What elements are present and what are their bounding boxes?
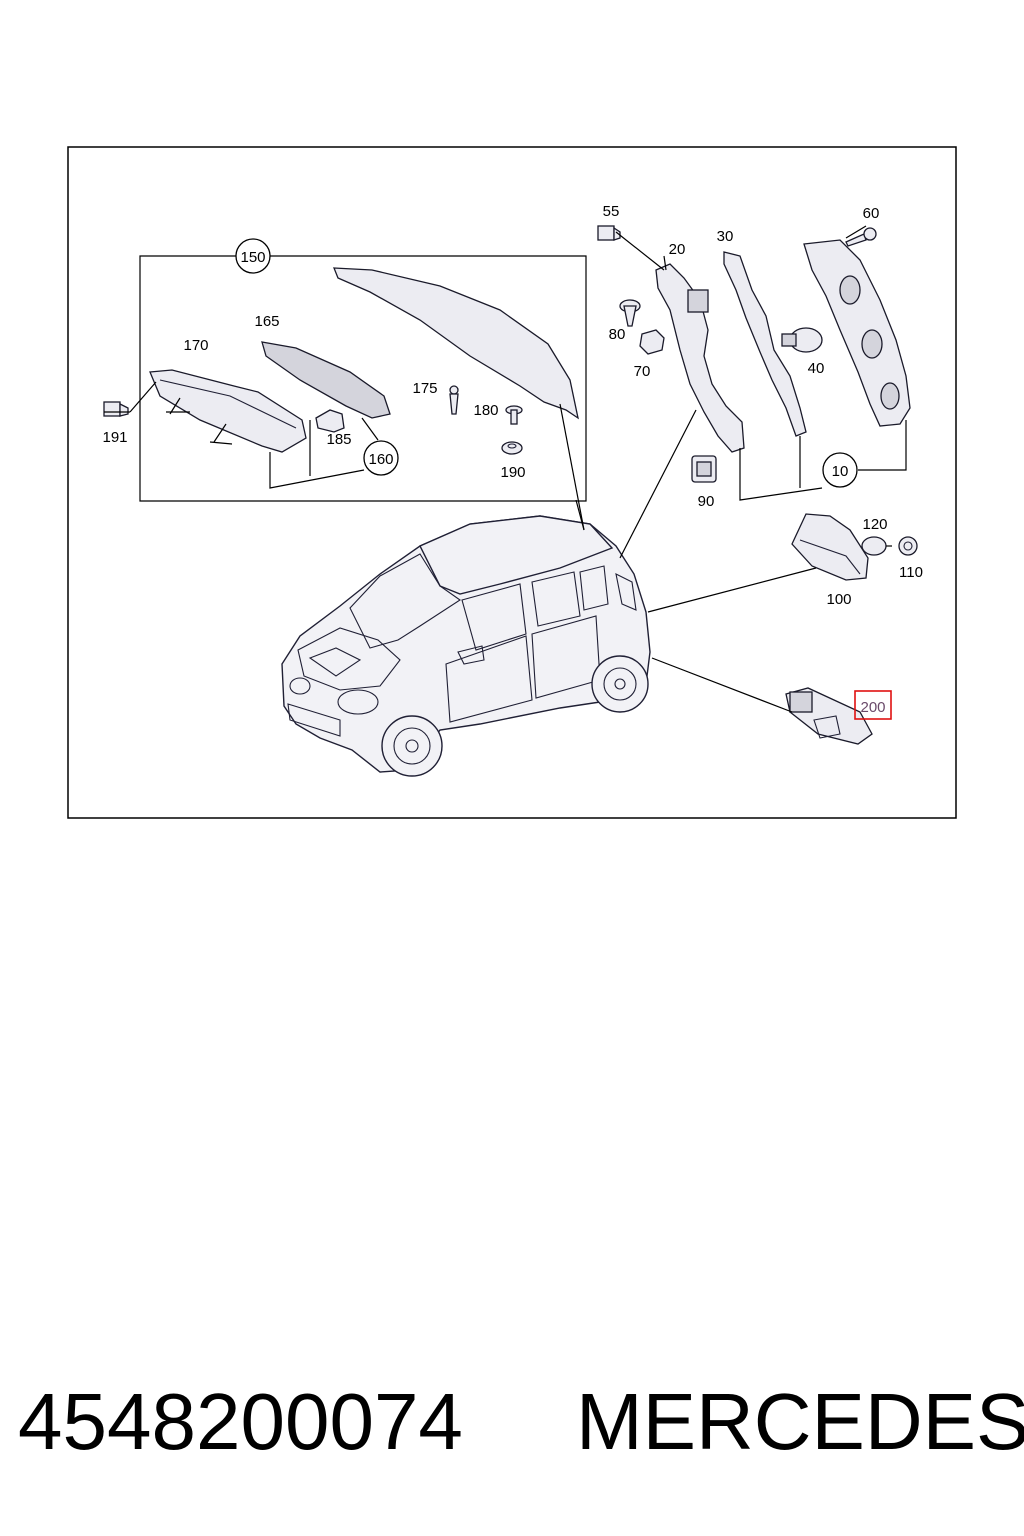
lamp-cover-holes [839,275,900,410]
callout-30: 30 [717,228,734,245]
nut-70-part [639,329,665,355]
clip-80-part [619,299,641,327]
callout-circle-10 [822,452,858,488]
group-150-box [139,255,587,502]
callout-175: 175 [412,380,437,397]
seal-20-clip [687,289,709,313]
bulb-40-part [781,327,823,353]
housing-bolts [166,397,233,445]
nut-190-part [501,441,523,455]
callout-200: 200 [860,699,885,716]
connector-55-part [597,225,621,241]
callout-191: 191 [102,429,127,446]
clip-175-part [449,385,459,415]
callout-circle-160 [363,440,399,476]
callout-180: 180 [473,402,498,419]
connector-90-part [691,455,717,483]
callout-185: 185 [326,431,351,448]
callout-150: 150 [240,249,265,266]
lamp-cover-60-part [803,239,911,427]
part-number: 4548200074 [18,1377,463,1466]
callout-10: 10 [832,463,849,480]
diagram-frame [67,146,957,819]
callout-20: 20 [669,241,686,258]
callout-100: 100 [826,591,851,608]
callout-70: 70 [634,363,651,380]
bulb-185-part [315,409,345,433]
part-200 [785,687,873,745]
callout-110: 110 [899,564,923,581]
leader-lines [104,225,907,713]
rear-spoiler-part [333,267,579,420]
bulb-120-part [861,536,892,556]
lens-strip-165 [261,341,391,419]
callout-circle-150 [235,238,271,274]
callout-40: 40 [808,360,825,377]
highlight-box-200 [854,690,892,720]
callout-55: 55 [603,203,620,220]
callout-170: 170 [183,337,208,354]
callout-160: 160 [368,451,393,468]
callout-165: 165 [254,313,279,330]
callout-80: 80 [609,326,626,343]
callout-90: 90 [698,493,715,510]
gasket-30-part [723,251,807,437]
callout-190: 190 [500,464,525,481]
footer-caption: 4548200074 MERCEDES [0,1372,1024,1472]
bolt-180-part [505,405,523,425]
callout-120: 120 [862,516,887,533]
car-illustration [281,515,651,777]
license-lamp-100-part [791,513,869,581]
brand-name: MERCEDES [576,1377,1024,1466]
connector-191-part [103,401,129,417]
socket-110-part [898,536,918,556]
screw-60-part [845,227,877,247]
brake-light-housing-170 [149,369,307,453]
callout-60: 60 [863,205,880,222]
